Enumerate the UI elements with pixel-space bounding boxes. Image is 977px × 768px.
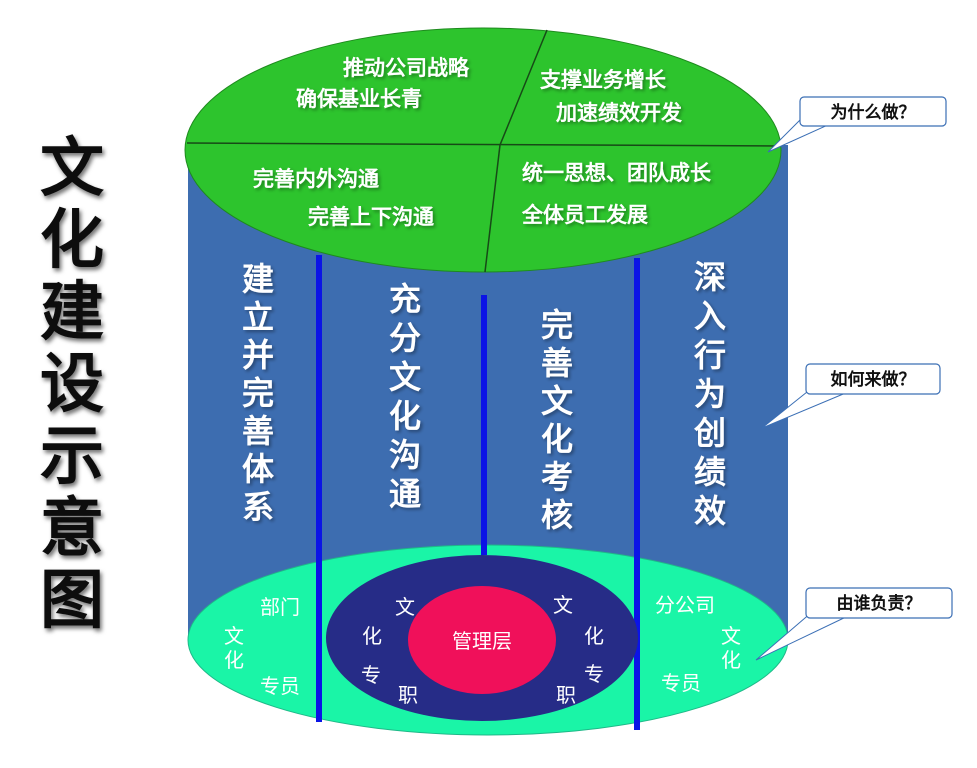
top-divider-h	[186, 142, 781, 147]
callout-why: 为什么做？	[767, 96, 947, 153]
callout-how-text: 如何来做？	[831, 369, 916, 390]
diagram-title: 文化建设示意图	[40, 132, 104, 638]
bottom-left-culture-text: 文化	[224, 624, 244, 672]
column-4: 深入行为创绩效	[693, 258, 726, 530]
ring-left-text: 文化专职	[361, 595, 418, 707]
callout-who-box	[805, 587, 953, 619]
bottom-right-culture-text: 文化	[721, 624, 741, 672]
bottom-left-dept: 部门	[260, 595, 300, 619]
top-segment-2-line-2: 加速绩效开发	[555, 101, 683, 125]
top-segment-2: 支撑业务增长 加速绩效开发	[540, 68, 683, 125]
column-2-text: 充分文化沟通	[389, 280, 421, 513]
callout-who: 由谁负责？	[755, 587, 953, 661]
column-2: 充分文化沟通	[389, 280, 421, 513]
top-segment-1-line-1: 推动公司战略	[343, 56, 470, 80]
core-ellipse	[408, 586, 556, 694]
title-text: 文化建设示意图	[40, 132, 104, 638]
column-1-text: 建立并完善体系	[242, 260, 274, 526]
top-segment-4-line-2: 全体员工发展	[521, 203, 648, 227]
top-segment-4-line-1: 统一思想、团队成长	[522, 161, 712, 185]
top-segment-3: 完善内外沟通 完善上下沟通	[253, 167, 434, 229]
bottom-left-staff: 专员	[260, 674, 300, 698]
callout-why-text: 为什么做？	[831, 102, 916, 123]
bottom-left-culture: 文化	[224, 624, 244, 672]
column-1: 建立并完善体系	[242, 260, 274, 526]
ring-left-chars: 文化专职	[361, 595, 418, 707]
callout-how: 如何来做？	[761, 363, 941, 429]
bottom-right-staff: 专员	[661, 671, 701, 695]
bottom-right-dept: 分公司	[655, 593, 715, 617]
top-segment-1: 推动公司战略 确保基业长青	[296, 56, 470, 111]
top-segment-1-line-2: 确保基业长青	[296, 87, 422, 111]
core-label: 管理层	[452, 629, 512, 653]
column-3: 完善文化考核	[541, 306, 573, 534]
callout-how-box	[805, 363, 941, 395]
callout-why-box	[799, 96, 947, 127]
top-segment-3-line-2: 完善上下沟通	[308, 205, 434, 229]
callout-who-text: 由谁负责？	[837, 593, 922, 614]
cylinder	[184, 27, 789, 736]
top-ellipse	[184, 27, 782, 273]
top-segment-4: 统一思想、团队成长 全体员工发展	[521, 161, 712, 227]
bottom-left-group: 部门 文化 专员	[224, 595, 300, 698]
top-segment-3-line-1: 完善内外沟通	[253, 167, 379, 191]
column-3-text: 完善文化考核	[541, 306, 573, 534]
bottom-right-culture: 文化	[721, 624, 741, 672]
top-segment-2-line-1: 支撑业务增长	[540, 68, 667, 92]
bottom-right-group: 分公司 文化 专员	[655, 593, 741, 695]
column-4-text: 深入行为创绩效	[693, 258, 726, 530]
ring-right-chars: 文化专职	[553, 593, 604, 707]
ring-right-text: 文化专职	[553, 593, 604, 707]
